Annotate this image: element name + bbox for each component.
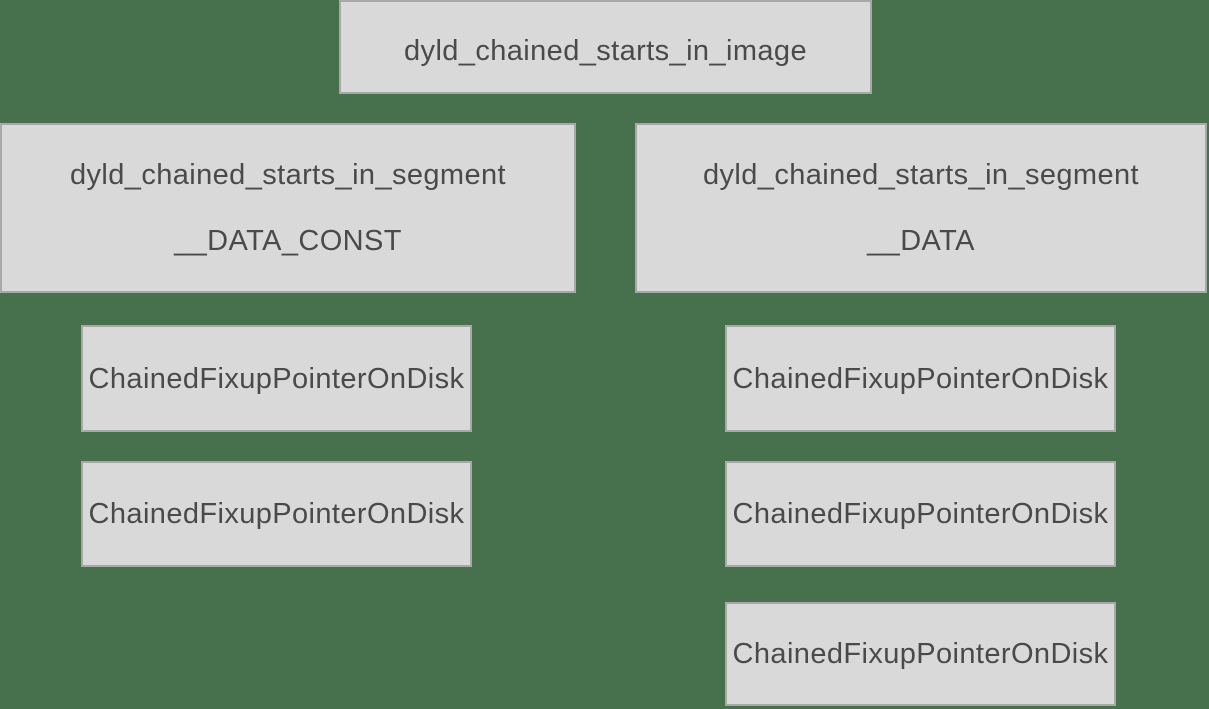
pointer-label: ChainedFixupPointerOnDisk xyxy=(732,362,1109,395)
segment-struct-label: dyld_chained_starts_in_segment xyxy=(703,159,1139,191)
pointer-box: ChainedFixupPointerOnDisk xyxy=(725,325,1116,432)
pointer-box: ChainedFixupPointerOnDisk xyxy=(725,602,1116,706)
segment-name-label: __DATA_CONST xyxy=(174,225,402,257)
pointer-label: ChainedFixupPointerOnDisk xyxy=(88,362,465,395)
segment-box-data-const: dyld_chained_starts_in_segment __DATA_CO… xyxy=(0,123,576,293)
pointer-box: ChainedFixupPointerOnDisk xyxy=(81,325,472,432)
pointer-box: ChainedFixupPointerOnDisk xyxy=(725,461,1116,567)
segment-struct-label: dyld_chained_starts_in_segment xyxy=(70,159,506,191)
segment-name-label: __DATA xyxy=(867,225,975,257)
segment-box-data: dyld_chained_starts_in_segment __DATA xyxy=(635,123,1207,293)
pointer-label: ChainedFixupPointerOnDisk xyxy=(732,638,1109,670)
root-struct-label: dyld_chained_starts_in_image xyxy=(404,35,807,67)
pointer-box: ChainedFixupPointerOnDisk xyxy=(81,461,472,567)
root-struct-box: dyld_chained_starts_in_image xyxy=(339,0,872,94)
pointer-label: ChainedFixupPointerOnDisk xyxy=(732,498,1109,530)
pointer-label: ChainedFixupPointerOnDisk xyxy=(88,498,465,530)
